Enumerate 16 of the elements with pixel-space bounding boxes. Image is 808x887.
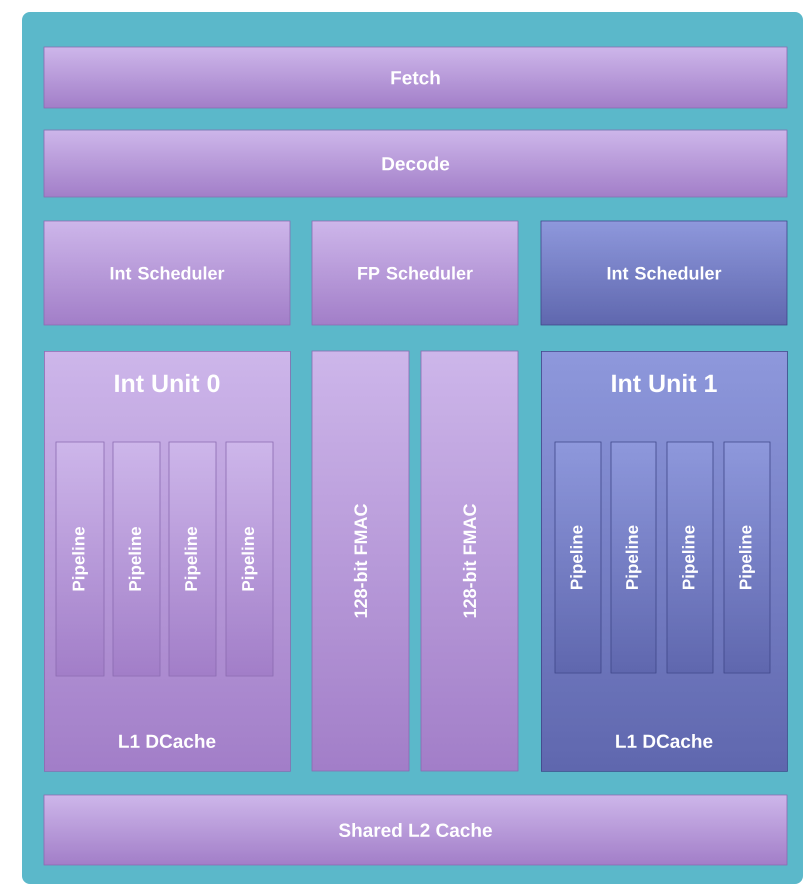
scheduler-box: Int Scheduler	[540, 220, 788, 326]
fmac-bar: 128-bit FMAC	[420, 350, 518, 772]
scheduler-box: FP Scheduler	[312, 220, 518, 326]
unit-box: Shared L2 Cache	[44, 794, 788, 866]
fmac-bar: 128-bit FMAC	[312, 350, 410, 772]
pipeline-bar: Pipeline	[112, 442, 160, 676]
pipeline-bar: Pipeline	[554, 442, 602, 674]
pipeline-bar: Pipeline	[724, 442, 770, 674]
pipeline-bar: Pipeline	[56, 442, 104, 676]
unit-box: Decode	[44, 130, 788, 198]
scheduler-box: Int Scheduler	[44, 220, 290, 326]
pipeline-bar: Pipeline	[226, 442, 274, 676]
pipeline-bar: Pipeline	[168, 442, 216, 676]
pipeline-bar: Pipeline	[666, 442, 714, 674]
pipeline-bar: Pipeline	[610, 442, 656, 674]
unit-box: Fetch	[44, 46, 788, 108]
